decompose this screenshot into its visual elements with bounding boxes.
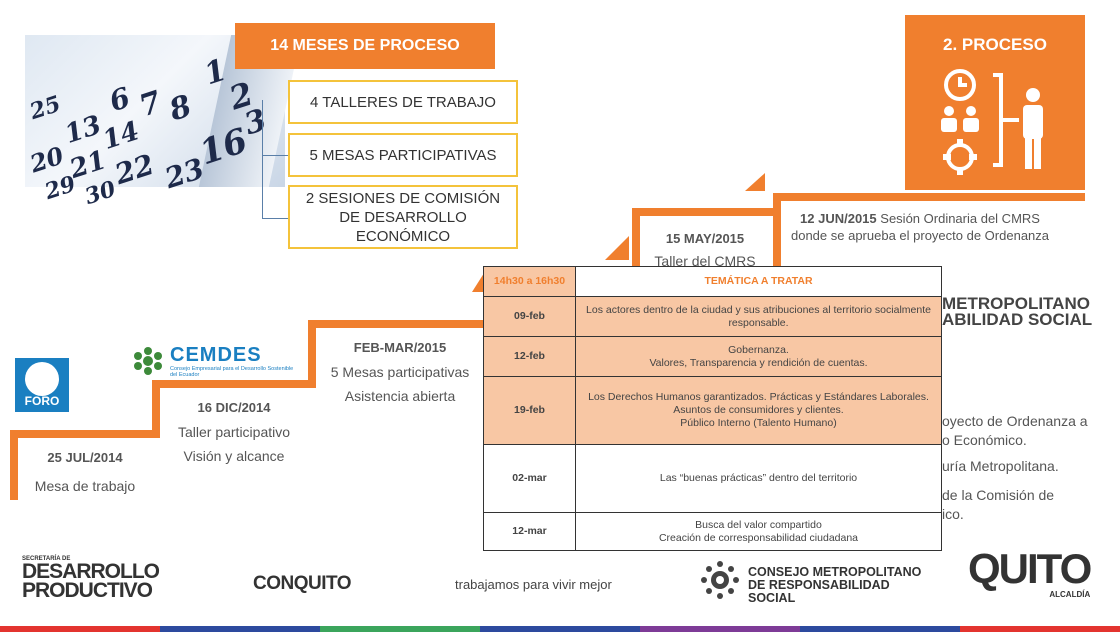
step-date: 25 JUL/2014 [47, 450, 123, 465]
desarrollo-small: SECRETARÍA DE [22, 556, 71, 562]
cemdes-subtitle: Consejo Empresarial para el Desarrollo S… [170, 366, 294, 378]
cal-num: 30 [81, 175, 119, 211]
step-line-text: 5 Mesas participativas [330, 364, 470, 380]
table-header-row: 14h30 a 16h30 TEMÁTICA A TRATAR [483, 266, 942, 297]
cal-num: 6 [105, 80, 135, 119]
connector-line [262, 100, 263, 218]
table-row: 09-feb Los actores dentro de la ciudad y… [483, 296, 942, 337]
tables-box: 5 MESAS PARTICIPATIVAS [288, 133, 518, 177]
workshops-box: 4 TALLERES DE TRABAJO [288, 80, 518, 124]
table-row: 02-mar Las “buenas prácticas” dentro del… [483, 444, 942, 513]
time-header: 14h30 a 16h30 [483, 266, 576, 297]
table-row: 12-mar Busca del valor compartido Creaci… [483, 512, 942, 551]
connector-line [262, 155, 288, 156]
quito-text: QUITO [968, 545, 1092, 592]
process-badge-title: 2. PROCESO [943, 35, 1047, 54]
cmrs-line: METROPOLITANO [942, 294, 1090, 313]
step-jun2015: 12 JUN/2015 Sesión Ordinaria del CMRS do… [790, 210, 1050, 244]
bottom-color-bar [0, 626, 1120, 632]
step-line-text: Asistencia abierta [344, 388, 456, 404]
row-date: 12-mar [483, 512, 576, 551]
foro-text: FORO [24, 394, 60, 408]
alcaldia-text: ALCALDÍA [1049, 590, 1091, 599]
row-topic: Los actores dentro de la ciudad y sus at… [575, 296, 942, 337]
cal-num: 13 [61, 110, 105, 150]
step-line [152, 380, 160, 438]
step-arrow [605, 236, 629, 260]
step-line [308, 320, 316, 388]
partial-line: de la Comisión de [942, 487, 1055, 503]
process-icon [941, 69, 1043, 175]
consejo-gear-icon [701, 561, 739, 599]
quito-logo: QUITO ALCALDÍA [968, 545, 1092, 600]
conquito-slogan: trabajamos para vivir mejor [455, 577, 612, 592]
cemdes-logo: CEMDES Consejo Empresarial para el Desar… [130, 344, 300, 384]
step-line [10, 430, 18, 500]
step-line-text: Mesa de trabajo [34, 478, 136, 494]
cal-num: 7 [135, 84, 166, 125]
step-date: 12 JUN/2015 [800, 211, 877, 226]
row-date: 12-feb [483, 336, 576, 377]
cmrs-logo-partial: METROPOLITANO ABILIDAD SOCIAL [942, 294, 1093, 329]
cemdes-title: CEMDES [170, 344, 262, 366]
step-desc: Sesión Ordinaria del CMRS donde se aprue… [790, 211, 1050, 243]
step-line-text: Visión y alcance [183, 448, 285, 464]
cal-num: 20 [26, 140, 68, 179]
step-line [10, 430, 155, 438]
step-line-text: Taller del CMRS [654, 253, 756, 269]
cal-num: 14 [99, 116, 143, 156]
step-line [632, 208, 640, 268]
months-banner: 14 MESES DE PROCESO [235, 23, 495, 69]
connector-line [262, 218, 288, 219]
step-date: FEB-MAR/2015 [353, 340, 447, 355]
topic-header: TEMÁTICA A TRATAR [575, 266, 942, 297]
conquito-logo: CONQUITO [253, 573, 352, 594]
partial-text-block: oyecto de Ordenanza a o Económico. uría … [942, 412, 1088, 524]
sessions-box: 2 SESIONES DE COMISIÓN DE DESARROLLO ECO… [288, 185, 518, 249]
step-line [308, 320, 483, 328]
table-row: 19-feb Los Derechos Humanos garantizados… [483, 376, 942, 445]
cal-num: 8 [165, 88, 196, 129]
partial-line: ico. [942, 506, 964, 522]
step-line [632, 208, 777, 216]
row-topic: Busca del valor compartido Creación de c… [575, 512, 942, 551]
step-arrow [472, 270, 486, 292]
row-date: 19-feb [483, 376, 576, 445]
row-date: 02-mar [483, 444, 576, 513]
desarrollo-productivo-logo: SECRETARÍA DE DESARROLLO PRODUCTIVO [22, 556, 160, 602]
step-line [773, 193, 1085, 201]
step-line [152, 380, 312, 388]
step-dic2014: 16 DIC/2014 Taller participativo Visión … [160, 396, 308, 468]
desarrollo-line: PRODUCTIVO [22, 579, 153, 602]
cemdes-flower-icon [134, 347, 162, 375]
partial-line: oyecto de Ordenanza a [942, 413, 1088, 429]
step-date: 16 DIC/2014 [197, 400, 271, 415]
step-febmar2015: FEB-MAR/2015 5 Mesas participativas Asis… [316, 336, 484, 408]
schedule-table: 14h30 a 16h30 TEMÁTICA A TRATAR 09-feb L… [483, 266, 942, 551]
cal-num: 22 [110, 147, 159, 192]
consejo-line: DE RESPONSABILIDAD SOCIAL [748, 578, 890, 605]
cmrs-line: ABILIDAD SOCIAL [942, 310, 1093, 329]
partial-line: uría Metropolitana. [942, 458, 1059, 474]
process-badge: 2. PROCESO [905, 15, 1085, 190]
consejo-logo: CONSEJO METROPOLITANO DE RESPONSABILIDAD… [700, 560, 930, 605]
foro-logo: FORO [15, 358, 69, 412]
consejo-line: CONSEJO METROPOLITANO [748, 565, 922, 579]
table-row: 12-feb Gobernanza. Valores, Transparenci… [483, 336, 942, 377]
cal-num: 25 [26, 90, 64, 126]
step-line [773, 193, 781, 268]
row-topic: Los Derechos Humanos garantizados. Práct… [575, 376, 942, 445]
step-may2015: 15 MAY/2015 Taller del CMRS [645, 228, 765, 269]
desarrollo-line: DESARROLLO [22, 560, 160, 583]
step-arrow [745, 173, 765, 191]
step-date: 15 MAY/2015 [665, 231, 745, 246]
row-topic: Las “buenas prácticas” dentro del territ… [575, 444, 942, 513]
row-topic: Gobernanza. Valores, Transparencia y ren… [575, 336, 942, 377]
cal-num: 23 [160, 151, 209, 196]
step-jul2014: 25 JUL/2014 Mesa de trabajo [20, 446, 150, 498]
row-date: 09-feb [483, 296, 576, 337]
step-line-text: Taller participativo [177, 424, 291, 440]
partial-line: o Económico. [942, 432, 1027, 448]
